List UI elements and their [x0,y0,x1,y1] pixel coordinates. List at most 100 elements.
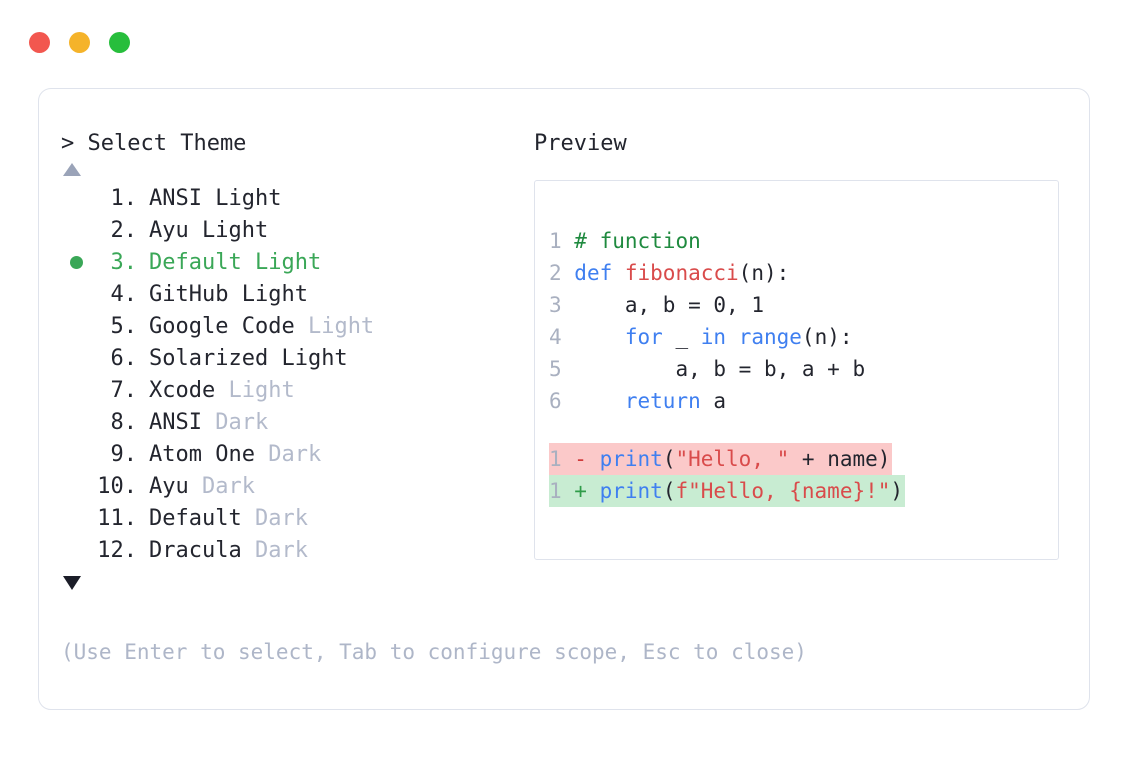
code-token: (n): [801,325,853,349]
code-token: ( [662,447,676,471]
code-token: for [624,325,663,349]
theme-index: 8. [110,409,138,435]
theme-name: Default [149,505,255,531]
diff-line-deleted: 1 - print("Hello, " + name) [549,443,893,475]
theme-list-item[interactable]: 3.Default Light [61,246,531,278]
diff-marker: - [574,447,600,471]
theme-list-item[interactable]: 4.GitHub Light [61,278,531,310]
prompt-label: > Select Theme [61,131,247,156]
theme-variant: Dark [201,473,255,499]
code-token: range [738,325,802,349]
theme-variant: Light [201,217,269,243]
theme-index: 6. [110,345,138,371]
diff-line-text: print("Hello, " + name) [600,443,891,475]
line-number: 1 [549,479,575,503]
diff-marker: + [574,479,600,503]
line-number: 1 [549,447,575,471]
code-token: # function [574,229,701,253]
theme-name: Solarized [149,345,282,371]
code-line: 5 a, b = b, a + b [549,353,865,385]
theme-variant: Dark [215,409,269,435]
code-line: 6 return a [549,385,726,417]
theme-name: ANSI [149,409,216,435]
theme-selection-marker [61,255,91,269]
theme-list-item[interactable]: 6.Solarized Light [61,342,531,374]
theme-name: ANSI [149,185,216,211]
code-token: fibonacci [624,261,739,285]
theme-list-item[interactable]: 1.ANSI Light [61,182,531,214]
theme-list-item[interactable]: 9.Atom One Dark [61,438,531,470]
theme-variant: Light [228,377,295,403]
code-token [574,389,625,413]
code-token: 0 [713,293,727,317]
theme-variant: Light [254,249,322,275]
theme-name: Atom One [149,441,269,467]
code-token: a, b = [574,293,714,317]
code-token: ) [890,479,904,503]
theme-index: 2. [110,217,138,243]
code-token: def [574,261,625,285]
code-token: in [700,325,727,349]
theme-list-item[interactable]: 7.Xcode Light [61,374,531,406]
code-token: "Hello, " [675,447,790,471]
theme-name: Ayu [149,473,202,499]
line-number: 5 [549,357,575,381]
code-token: _ [662,325,701,349]
theme-list-item[interactable]: 12.Dracula Dark [61,534,531,566]
code-line: 4 for _ in range(n): [549,321,853,353]
line-number: 3 [549,293,575,317]
theme-list-item[interactable]: 5. Google Code Light [61,310,531,342]
code-line: 2 def fibonacci(n): [549,257,789,289]
code-token [726,325,739,349]
code-line-text: for _ in range(n): [574,321,853,353]
maximize-button[interactable] [109,32,130,53]
theme-index: 5. [110,313,138,339]
code-line: 1 # function [549,225,701,257]
scroll-down-icon[interactable] [63,576,81,590]
theme-index: 12. [97,537,137,563]
code-line: 3 a, b = 0, 1 [549,289,764,321]
code-token: (n): [738,261,790,285]
theme-index: 4. [110,281,138,307]
minimize-button[interactable] [69,32,90,53]
theme-variant: Dark [254,505,308,531]
code-token: return [624,389,701,413]
theme-list-item[interactable]: 11. Default Dark [61,502,531,534]
theme-list-item[interactable]: 10. Ayu Dark [61,470,531,502]
theme-name: Google Code [149,313,308,339]
theme-index: 10. [97,473,137,499]
theme-index: 9. [110,441,138,467]
code-token: f"Hello, {name}!" [675,479,891,503]
code-blank-line [549,417,1058,443]
line-number: 4 [549,325,575,349]
line-number: 1 [549,229,575,253]
code-line-text: # function [574,225,700,257]
scroll-up-icon[interactable] [63,163,81,176]
theme-variant: Light [307,313,375,339]
theme-list-item[interactable]: 2. Ayu Light [61,214,531,246]
theme-name: Ayu [149,217,202,243]
selected-bullet-icon [69,255,83,269]
preview-title: Preview [534,131,627,156]
code-token: a, b = b, a + b [574,357,866,381]
code-token: 1 [751,293,764,317]
code-token: ( [662,479,676,503]
code-token [574,325,625,349]
theme-index: 3. [110,249,138,275]
theme-variant: Dark [254,537,308,563]
theme-name: GitHub [149,281,242,307]
close-button[interactable] [29,32,50,53]
code-token: print [599,447,663,471]
code-line-text: return a [574,385,726,417]
diff-line-added: 1 + print(f"Hello, {name}!") [549,475,906,507]
theme-index: 1. [110,185,138,211]
theme-index: 11. [97,505,137,531]
theme-list-item[interactable]: 8. ANSI Dark [61,406,531,438]
code-token: + name) [789,447,891,471]
